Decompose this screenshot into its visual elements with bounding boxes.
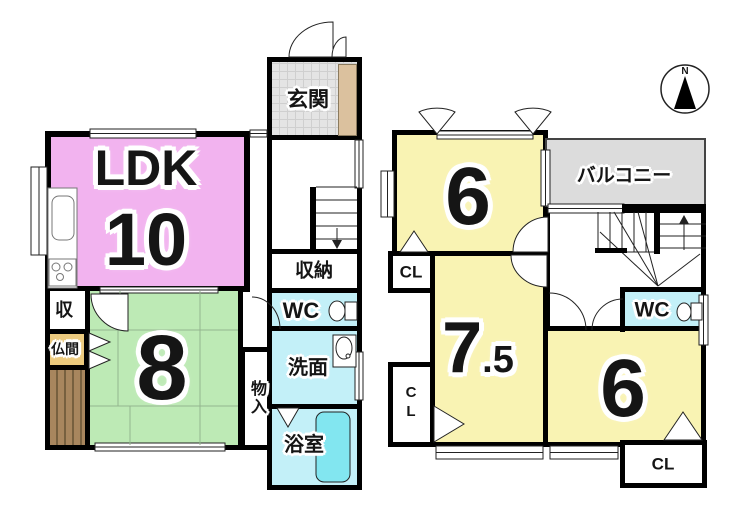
room-veranda <box>45 365 90 450</box>
label-cl-south: CL <box>651 454 675 474</box>
washbasin <box>332 334 357 368</box>
genkan-door-arc <box>288 21 347 58</box>
room-cl-west <box>388 362 435 447</box>
room-butsuma <box>45 329 89 370</box>
genkan-shoe-cabinet <box>338 64 357 136</box>
label-wc-1f: WC <box>282 298 320 323</box>
label-senmen: 洗面 <box>288 357 328 379</box>
stairs-up-arrow <box>679 215 689 224</box>
kitchen-sink <box>51 195 75 241</box>
label-cl-north: CL <box>399 262 423 282</box>
stairs-1f <box>316 186 357 249</box>
label-room6-north: 6 <box>445 151 491 242</box>
window-marks <box>30 128 709 460</box>
room-balcony <box>545 138 706 212</box>
room75-door-arc <box>510 254 548 288</box>
label-wc-2f: WC <box>634 298 670 322</box>
tatami-lines <box>90 291 238 445</box>
label-storage-shu: 収 <box>55 300 73 320</box>
label-balcony: バルコニー <box>576 165 672 187</box>
storage-shu-door-arc <box>90 293 129 332</box>
label-room6-south: 6 <box>600 343 646 434</box>
room-7-5 <box>430 251 548 447</box>
hall-door-arc-right <box>591 298 624 331</box>
label-room75: 7.5 <box>442 312 514 384</box>
label-ldk-size: 10 <box>104 198 188 281</box>
label-washitsu-size: 8 <box>136 317 188 419</box>
bathtub <box>315 411 351 483</box>
compass-north-label: N <box>681 66 689 77</box>
room6n-door-arc <box>512 216 549 253</box>
butsuma-bifold-door <box>88 332 112 370</box>
room6n-door-triangle <box>399 230 429 253</box>
label-shunou: 収納 <box>294 260 334 282</box>
stove <box>48 258 77 287</box>
balcony-bottom-wall <box>622 204 706 213</box>
stairs-2f <box>595 211 706 332</box>
cl-south-door-triangle <box>663 411 703 441</box>
label-room75-frac: .5 <box>482 339 514 381</box>
label-monoire: 物入 <box>248 380 265 416</box>
toilet-1f <box>328 300 358 322</box>
kitchen-counter <box>47 187 78 289</box>
cl-west-door-triangle <box>433 405 465 443</box>
label-yokushitsu: 浴室 <box>284 434 324 456</box>
room-cl-south <box>620 440 707 488</box>
fan-window-left <box>418 107 456 135</box>
toilet-2f <box>676 302 703 322</box>
label-room75-int: 7 <box>442 308 483 388</box>
stairs-2f-walls <box>595 212 706 332</box>
label-cl-west: CL <box>402 384 420 422</box>
label-genkan: 玄関 <box>287 88 329 112</box>
label-ldk: LDK <box>94 140 198 196</box>
wc-1f-door-arc <box>251 296 281 330</box>
hall-door-arc-left <box>548 292 587 331</box>
fan-window-right <box>514 107 552 135</box>
wall-segments-1f <box>272 187 357 409</box>
compass-icon <box>660 64 710 114</box>
room-monoire <box>240 347 272 450</box>
label-butsuma: 仏間 <box>51 341 79 357</box>
stairs-down-arrow <box>332 240 342 249</box>
bath-door-triangle <box>276 407 300 428</box>
